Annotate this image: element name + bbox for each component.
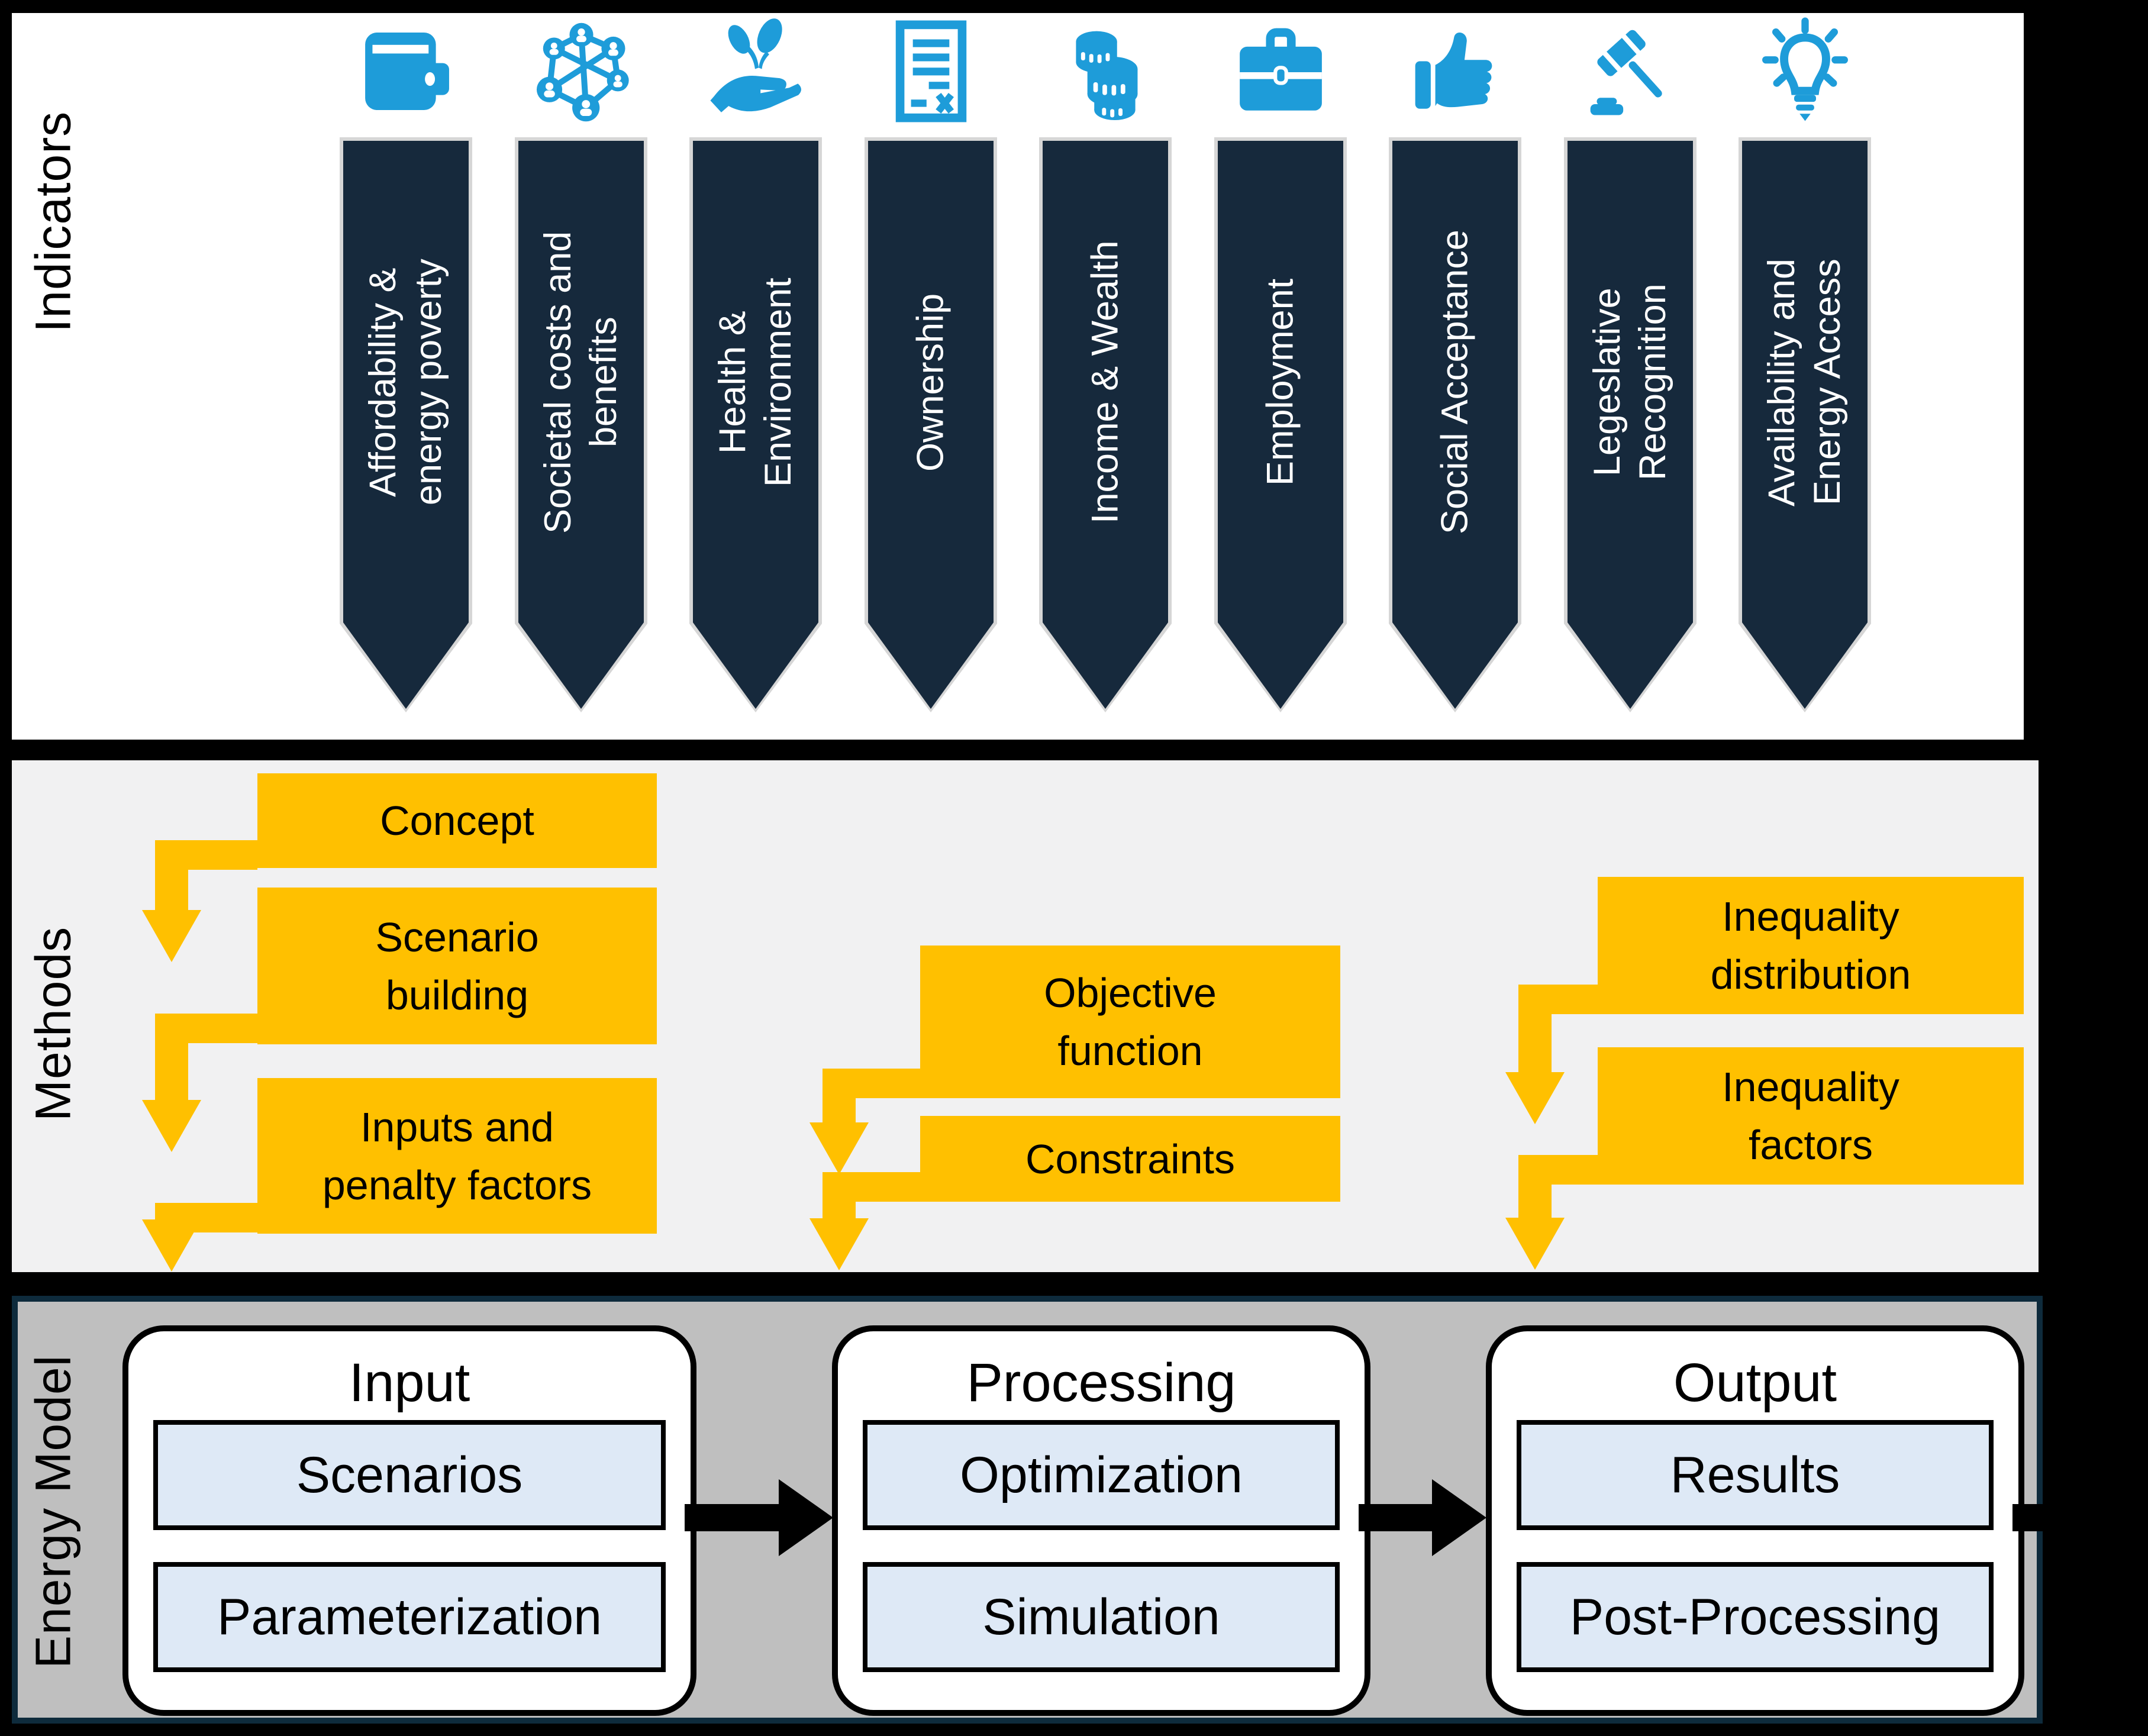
indicator-banner: Social Acceptance <box>1389 137 1521 712</box>
energy-card-processing: Processing Optimization Simulation <box>832 1325 1370 1716</box>
method-box-concept: Concept <box>257 773 657 868</box>
indicator-banner: Ownership <box>865 137 997 712</box>
wallet-icon <box>351 17 461 126</box>
indicator-label: Social Acceptance <box>1434 230 1476 535</box>
flow-arrow-segment <box>1518 1155 1552 1219</box>
briefcase-icon <box>1226 17 1336 126</box>
flow-arrow-segment <box>155 1014 188 1101</box>
energy-subbox-scenarios: Scenarios <box>153 1420 666 1530</box>
indicator-banner: Legeslative Recognition <box>1564 137 1697 712</box>
indicator-banner: Societal costs and benefits <box>515 137 647 712</box>
indicator-label: Legeslative Recognition <box>1586 283 1673 481</box>
flow-arrow-head <box>142 910 201 962</box>
flow-arrow-segment <box>155 840 188 911</box>
energy-subbox-parameterization: Parameterization <box>153 1562 666 1672</box>
method-box-inputs-penalty-factors: Inputs and penalty factors <box>257 1078 657 1234</box>
indicators-section-label: Indicators <box>25 111 81 333</box>
coins-icon <box>1051 17 1160 126</box>
indicators-section <box>12 13 2024 740</box>
indicator-label: Employment <box>1259 278 1301 486</box>
network-people-icon <box>527 17 636 126</box>
process-arrow-segment <box>685 1504 785 1531</box>
gavel-icon <box>1576 17 1685 126</box>
method-box-inequality-distribution: Inequality distribution <box>1598 877 2024 1014</box>
method-box-constraints: Constraints <box>920 1116 1340 1202</box>
energy-card-input: Input Scenarios Parameterization <box>122 1325 696 1716</box>
thumbs-up-icon <box>1401 17 1510 126</box>
lightbulb-icon <box>1750 17 1860 126</box>
flow-arrow-segment <box>823 1172 856 1219</box>
indicator-label: Health & Environment <box>712 277 799 487</box>
flow-arrow-head <box>142 1100 201 1152</box>
indicator-banner: Income & Wealth <box>1039 137 1172 712</box>
indicator-banner: Affordability & energy poverty <box>340 137 472 712</box>
indicator-label: Societal costs and benefits <box>537 231 624 534</box>
indicator-label: Ownership <box>909 293 952 472</box>
process-arrow-exit-stub <box>2012 1504 2060 1531</box>
method-box-inequality-factors: Inequality factors <box>1598 1047 2024 1185</box>
energy-subbox-simulation: Simulation <box>863 1562 1340 1672</box>
indicator-banner: Employment <box>1214 137 1347 712</box>
flow-arrow-segment <box>155 1203 188 1221</box>
indicator-label: Affordability & energy poverty <box>362 259 449 506</box>
energy-model-section-label: Energy Model <box>25 1354 81 1669</box>
indicator-banner: Health & Environment <box>689 137 822 712</box>
method-box-scenario-building: Scenario building <box>257 888 657 1044</box>
card-title: Processing <box>966 1353 1236 1413</box>
flow-arrow-head <box>809 1218 869 1270</box>
indicator-banner: Availability and Energy Access <box>1739 137 1871 712</box>
invoice-icon <box>876 17 986 126</box>
energy-subbox-post-processing: Post-Processing <box>1517 1562 1994 1672</box>
flow-arrow-head <box>142 1219 201 1272</box>
process-arrow-head <box>1432 1479 1486 1556</box>
method-box-objective-function: Objective function <box>920 946 1340 1098</box>
flow-arrow-segment <box>823 1069 856 1124</box>
card-title: Input <box>349 1353 470 1413</box>
hand-plant-icon <box>701 17 811 126</box>
process-arrow-head <box>779 1479 833 1556</box>
energy-subbox-optimization: Optimization <box>863 1420 1340 1530</box>
flow-arrow-head <box>1505 1218 1565 1270</box>
energy-subbox-results: Results <box>1517 1420 1994 1530</box>
indicator-label: Income & Wealth <box>1084 240 1126 524</box>
process-arrow-segment <box>1359 1504 1432 1531</box>
flow-arrow-head <box>1505 1072 1565 1124</box>
methods-section-label: Methods <box>25 926 81 1121</box>
flow-arrow-segment <box>1518 985 1552 1073</box>
energy-card-output: Output Results Post-Processing <box>1486 1325 2024 1716</box>
indicator-label: Availability and Energy Access <box>1761 258 1848 506</box>
card-title: Output <box>1673 1353 1837 1413</box>
flow-arrow-head <box>809 1122 869 1174</box>
